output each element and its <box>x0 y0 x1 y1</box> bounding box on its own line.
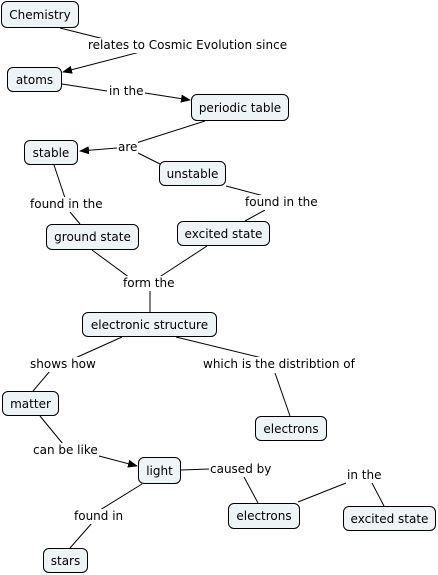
connector-inthe-periodic <box>144 92 191 103</box>
connector-distribution-electrons <box>274 372 291 417</box>
link-label-shows-how: shows how <box>29 357 97 372</box>
connector-foundin-ground <box>69 211 81 225</box>
connector-periodic-are <box>135 120 206 144</box>
node-chemistry[interactable]: Chemistry <box>1 1 79 28</box>
link-label-found-in: found in <box>73 509 125 524</box>
link-label-found-in-the-2: found in the <box>244 195 319 210</box>
node-stars[interactable]: stars <box>43 548 88 573</box>
connector-light-causedby <box>180 468 210 471</box>
link-label-are: are <box>117 140 139 155</box>
connector-showshow-matter <box>32 370 51 392</box>
link-label-in-the-1: in the <box>108 84 145 99</box>
node-excited-state-1[interactable]: excited state <box>177 221 270 246</box>
node-ground-state[interactable]: ground state <box>46 224 139 250</box>
connector-stable-foundin <box>53 164 66 199</box>
node-atoms[interactable]: atoms <box>7 67 62 92</box>
connector-are-stable <box>79 146 118 155</box>
connector-canbelike-light <box>98 455 138 468</box>
node-stable[interactable]: stable <box>24 140 78 165</box>
connector-ground-formthe <box>91 249 131 279</box>
connector-inthe-excited <box>371 482 385 507</box>
node-electrons-2[interactable]: electrons <box>228 503 300 529</box>
connector-light-foundin <box>99 483 143 511</box>
link-label-relates-to: relates to Cosmic Evolution since <box>87 38 289 53</box>
connector-atoms-inthe <box>61 83 108 92</box>
connector-structure-distribution <box>175 336 263 359</box>
connector-excited-formthe <box>157 245 208 279</box>
connector-foundin-stars <box>69 522 93 549</box>
connector-relates-atoms <box>62 51 141 74</box>
link-label-caused-by: caused by <box>209 462 273 477</box>
connector-unstable-are <box>137 152 161 165</box>
node-excited-state-2[interactable]: excited state <box>343 506 436 531</box>
link-label-form-the: form the <box>122 276 176 291</box>
connector-foundin-excited <box>244 209 266 222</box>
node-electronic-structure[interactable]: electronic structure <box>82 312 217 337</box>
node-periodic-table[interactable]: periodic table <box>191 94 289 121</box>
link-label-can-be-like: can be like <box>32 443 99 458</box>
link-label-distribution: which is the distribtion of <box>202 357 356 372</box>
link-label-in-the-2: in the <box>346 468 383 483</box>
connector-matter-canbelike <box>39 415 64 445</box>
node-light[interactable]: light <box>138 457 181 484</box>
connector-unstable-foundin <box>225 185 265 197</box>
link-label-found-in-the-1: found in the <box>29 197 104 212</box>
connector-structure-showshow <box>72 336 123 360</box>
connector-electrons-inthe <box>297 482 347 503</box>
node-unstable[interactable]: unstable <box>159 161 226 186</box>
node-matter[interactable]: matter <box>2 391 59 416</box>
node-electrons-1[interactable]: electrons <box>255 416 327 441</box>
connector-causedby-electrons <box>243 476 259 504</box>
